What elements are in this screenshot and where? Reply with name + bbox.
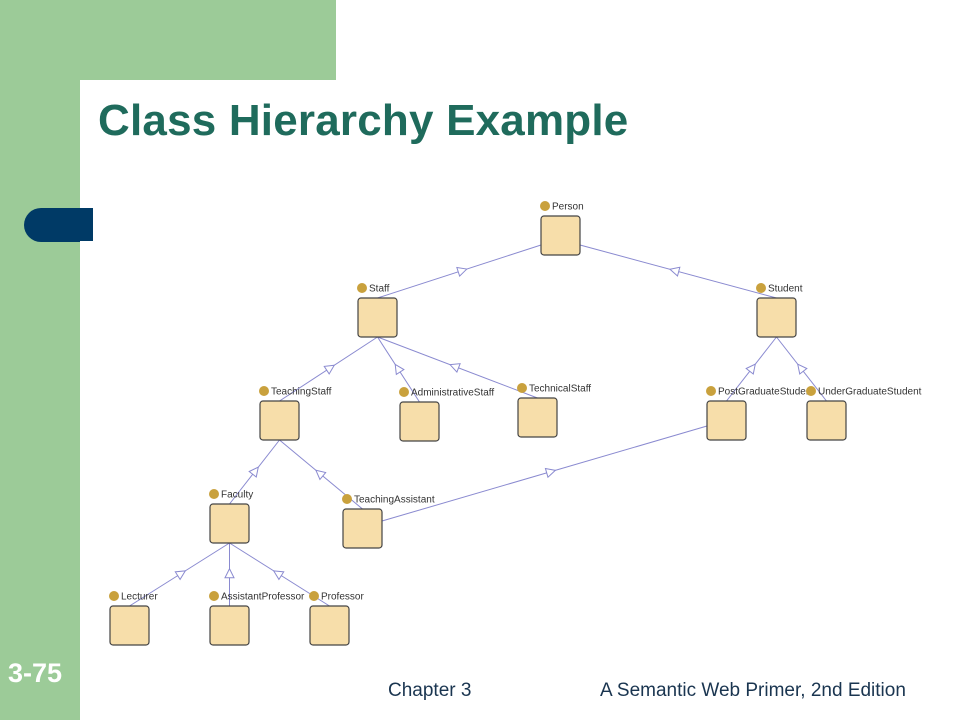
class-box[interactable] <box>259 400 300 441</box>
class-label: TechnicalStaff <box>529 384 591 395</box>
subclass-arrowhead <box>224 567 235 579</box>
class-box[interactable] <box>109 605 150 646</box>
class-box[interactable] <box>806 400 847 441</box>
class-bullet-icon <box>209 591 219 601</box>
class-label: Professor <box>321 592 364 603</box>
subclass-arrowhead <box>449 363 461 374</box>
class-label: Lecturer <box>121 592 158 603</box>
class-box[interactable] <box>399 401 440 442</box>
subclass-arrowhead <box>797 363 808 375</box>
left-accent-band <box>0 0 80 720</box>
class-bullet-icon <box>706 386 716 396</box>
subclass-arrowhead <box>544 467 557 479</box>
class-box[interactable] <box>209 503 250 544</box>
subclass-arrowhead <box>323 364 336 375</box>
class-label: TeachingStaff <box>271 387 332 398</box>
class-node-faculty[interactable]: Faculty <box>209 489 253 544</box>
class-box[interactable] <box>309 605 350 646</box>
edge-postgraduatestudent-to-student <box>726 336 777 402</box>
class-bullet-icon <box>517 383 527 393</box>
edge-technicalstaff-to-staff <box>377 336 538 399</box>
subclass-arrowhead <box>394 363 405 376</box>
class-box[interactable] <box>342 508 383 549</box>
class-label: Staff <box>369 284 390 295</box>
edge-faculty-to-teachingstaff <box>229 439 280 505</box>
class-node-assistantprofessor[interactable]: AssistantProfessor <box>209 591 305 646</box>
footer-chapter: Chapter 3 <box>388 680 472 701</box>
class-node-student[interactable]: Student <box>756 283 803 338</box>
class-bullet-icon <box>357 283 367 293</box>
class-bullet-icon <box>109 591 119 601</box>
class-label: Student <box>768 284 803 295</box>
footer-book-title: A Semantic Web Primer, 2nd Edition <box>600 680 906 701</box>
class-label: UnderGraduateStudent <box>818 387 922 398</box>
class-label: TeachingAssistant <box>354 495 435 506</box>
top-accent-band <box>80 0 336 80</box>
class-box[interactable] <box>540 215 581 256</box>
class-box[interactable] <box>357 297 398 338</box>
subclass-arrowhead <box>272 570 285 581</box>
class-bullet-icon <box>806 386 816 396</box>
class-node-administrativestaff[interactable]: AdministrativeStaff <box>399 387 494 442</box>
slide-number: 3-75 <box>8 658 63 688</box>
class-box[interactable] <box>209 605 250 646</box>
class-node-postgraduatestudent[interactable]: PostGraduateStudent <box>706 386 814 441</box>
class-node-lecturer[interactable]: Lecturer <box>109 591 158 646</box>
edge-lecturer-to-faculty <box>129 542 230 607</box>
subclass-arrowhead <box>456 266 468 278</box>
class-label: AdministrativeStaff <box>411 388 494 399</box>
class-box[interactable] <box>756 297 797 338</box>
class-box[interactable] <box>517 397 558 438</box>
class-box[interactable] <box>706 400 747 441</box>
class-bullet-icon <box>756 283 766 293</box>
edge-administrativestaff-to-staff <box>377 336 420 403</box>
edge-staff-to-person <box>377 244 542 299</box>
edges-layer <box>129 244 827 607</box>
class-node-staff[interactable]: Staff <box>357 283 398 338</box>
subclass-arrowhead <box>248 466 259 478</box>
title-marker-pill-extension <box>66 208 93 241</box>
class-node-professor[interactable]: Professor <box>309 591 364 646</box>
subclass-arrowhead <box>174 570 187 581</box>
subclass-arrowhead <box>315 469 327 481</box>
edge-teachingstaff-to-staff <box>279 336 378 402</box>
class-node-undergraduatestudent[interactable]: UnderGraduateStudent <box>806 386 922 441</box>
subclass-arrowhead <box>668 266 681 277</box>
class-bullet-icon <box>399 387 409 397</box>
class-node-person[interactable]: Person <box>540 201 584 256</box>
edge-assistantprofessor-to-faculty <box>224 543 235 606</box>
edge-teachingassistant-to-postgraduatestudent <box>381 425 708 522</box>
class-label: PostGraduateStudent <box>718 387 814 398</box>
class-label: Faculty <box>221 490 253 501</box>
edge-undergraduatestudent-to-student <box>776 336 827 402</box>
class-bullet-icon <box>209 489 219 499</box>
class-bullet-icon <box>259 386 269 396</box>
class-node-teachingstaff[interactable]: TeachingStaff <box>259 386 332 441</box>
edge-student-to-person <box>579 244 777 299</box>
subclass-arrowhead <box>745 363 756 375</box>
class-bullet-icon <box>342 494 352 504</box>
class-label: AssistantProfessor <box>221 592 305 603</box>
class-bullet-icon <box>309 591 319 601</box>
class-node-teachingassistant[interactable]: TeachingAssistant <box>342 494 435 549</box>
class-node-technicalstaff[interactable]: TechnicalStaff <box>517 383 591 438</box>
slide-title: Class Hierarchy Example <box>98 96 629 145</box>
class-label: Person <box>552 202 584 213</box>
class-bullet-icon <box>540 201 550 211</box>
